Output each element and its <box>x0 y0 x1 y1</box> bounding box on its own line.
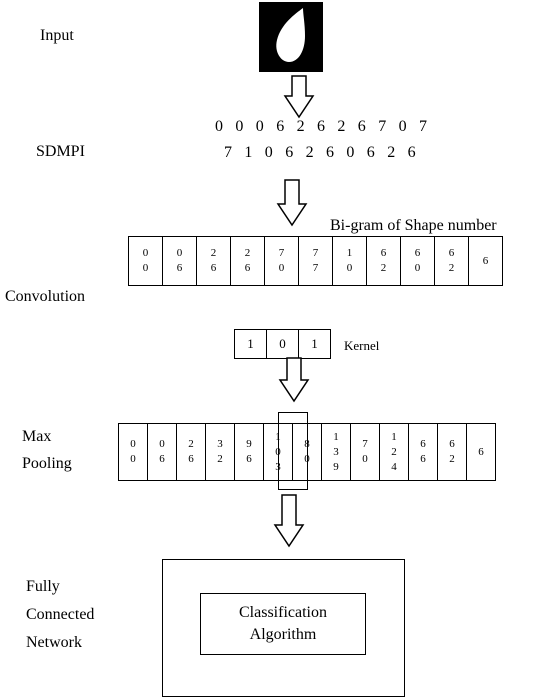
pooling-cell-digit: 2 <box>391 445 397 458</box>
bigram-cell-digit: 6 <box>414 247 421 259</box>
pooling-cell-digit: 6 <box>159 453 165 465</box>
pooling-cell-digit: 7 <box>362 438 368 450</box>
bigram-label: Bi-gram of Shape number <box>330 217 497 234</box>
bigram-cell-digit: 6 <box>380 247 387 259</box>
bigram-cell-digit: 6 <box>448 247 455 259</box>
bigram-cell-digit: 7 <box>278 247 285 259</box>
down-arrow-4 <box>273 494 305 548</box>
classification-algorithm-box: Classification Algorithm <box>200 593 366 655</box>
bigram-cell-digit: 6 <box>210 262 217 274</box>
pooling-cell-digit: 9 <box>333 460 339 473</box>
bigram-cell-digit: 0 <box>142 247 149 259</box>
bigram-cell-digit: 6 <box>482 254 489 267</box>
shape-number-line-1: 0 0 0 6 2 6 2 6 7 0 7 <box>215 118 432 135</box>
pooling-cell-digit: 1 <box>391 430 397 443</box>
bigram-cell-digit: 0 <box>278 262 285 274</box>
pooling-cell-digit: 3 <box>217 438 223 450</box>
bigram-cell-digit: 7 <box>312 247 319 259</box>
pooling-cell-digit: 6 <box>449 438 455 450</box>
classification-text: Classification <box>239 604 327 621</box>
bigram-cell-digit: 2 <box>244 247 251 259</box>
max-label: Max <box>22 428 52 445</box>
kernel-cell: 1 <box>298 329 331 359</box>
pooling-cell: 1 2 4 <box>379 423 409 481</box>
pooling-label: Pooling <box>22 455 72 472</box>
bigram-cell-digit: 2 <box>380 262 387 274</box>
bigram-cell-digit: 1 <box>346 247 353 259</box>
bigram-cell-digit: 2 <box>210 247 217 259</box>
kernel-cell: 1 <box>234 329 267 359</box>
bigram-cell-digit: 0 <box>346 262 353 274</box>
pooling-cell-digit: 0 <box>130 438 136 450</box>
pooling-cell-digit: 0 <box>130 453 136 465</box>
bigram-cell-digit: 6 <box>176 262 183 274</box>
pooling-cell-digit: 6 <box>246 453 252 465</box>
connected-label: Connected <box>26 606 95 623</box>
pooling-cell-digit: 6 <box>420 438 426 450</box>
pooling-cell-digit: 6 <box>188 453 194 465</box>
pooling-cell-digit: 6 <box>478 445 484 458</box>
bigram-cell-digit: 7 <box>312 262 319 274</box>
kernel-label: Kernel <box>344 338 380 353</box>
fully-connected-network-box <box>162 559 405 697</box>
network-label: Network <box>26 634 82 651</box>
down-arrow-3 <box>278 357 310 403</box>
pooling-cell-digit: 4 <box>391 460 397 473</box>
pooling-cell-digit: 2 <box>449 453 455 465</box>
bigram-cell: 6 <box>468 236 503 286</box>
bigram-cell-digit: 0 <box>414 262 421 274</box>
convolution-label: Convolution <box>5 288 86 305</box>
sdmpi-label: SDMPI <box>36 143 85 160</box>
leaf-silhouette-image <box>259 2 323 72</box>
shape-number-line-2: 7 1 0 6 2 6 0 6 2 6 <box>224 144 420 161</box>
bigram-cell-digit: 0 <box>142 262 149 274</box>
input-label: Input <box>40 27 74 44</box>
pooling-cell-digit: 0 <box>362 453 368 465</box>
down-arrow-1 <box>283 75 315 119</box>
bigram-cell-digit: 0 <box>176 247 183 259</box>
pooling-cell-digit: 2 <box>217 453 223 465</box>
down-arrow-2 <box>276 179 308 227</box>
pooling-cell-digit: 2 <box>188 438 194 450</box>
kernel-cell: 0 <box>266 329 299 359</box>
pooling-cell-digit: 6 <box>420 453 426 465</box>
bigram-cell-digit: 6 <box>244 262 251 274</box>
algorithm-text: Algorithm <box>249 626 317 643</box>
fully-label: Fully <box>26 578 60 595</box>
pooling-cell: 6 <box>466 423 496 481</box>
kernel-highlight-box <box>278 412 308 490</box>
pooling-cell-digit: 1 <box>333 430 339 443</box>
bigram-cell-digit: 2 <box>448 262 455 274</box>
pooling-cell-digit: 9 <box>246 438 252 450</box>
pooling-cell-digit: 3 <box>333 445 339 458</box>
pooling-cell: 1 3 9 <box>321 423 351 481</box>
pooling-cell-digit: 0 <box>159 438 165 450</box>
